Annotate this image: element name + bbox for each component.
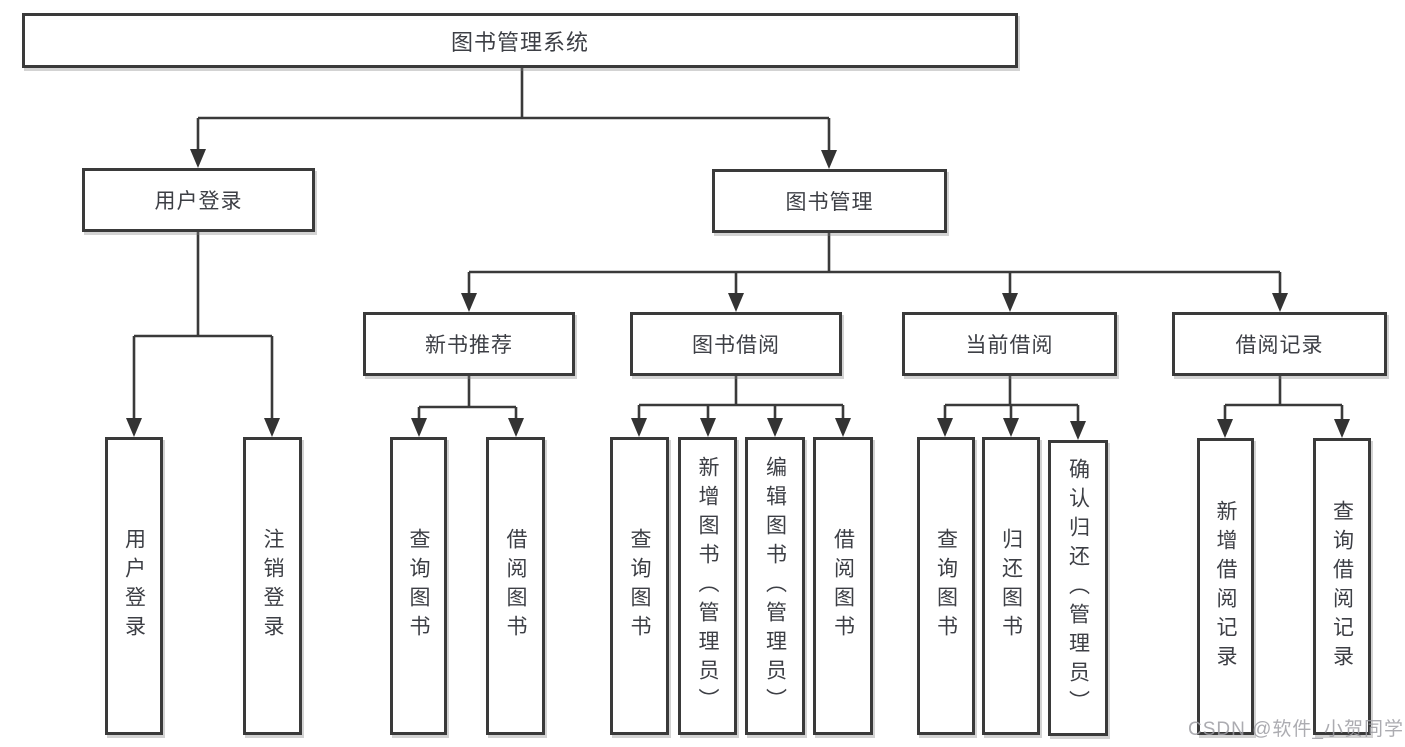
leaf-label: 新增图书（管理员） [696, 455, 719, 717]
leaf-label: 确认归还（管理员） [1066, 457, 1090, 719]
leaf-label: 注销登录 [261, 528, 284, 644]
leaf-label: 新增借阅记录 [1214, 499, 1237, 674]
leaf-logout: 注销登录 [243, 437, 302, 735]
node-book-borrow: 图书借阅 [630, 312, 842, 376]
leaf-label: 归还图书 [999, 528, 1023, 644]
leaf-label: 编辑图书（管理员） [763, 455, 787, 717]
leaf-label: 借阅图书 [504, 528, 527, 644]
node-user-login: 用户登录 [82, 168, 315, 232]
leaf-label: 查询图书 [628, 528, 651, 644]
arrowheads [126, 149, 1350, 440]
leaf-add-book-admin: 新增图书（管理员） [678, 437, 737, 735]
leaf-label: 用户登录 [122, 528, 146, 644]
leaf-query-borrow-record: 查询借阅记录 [1313, 438, 1371, 735]
leaf-borrow-book-1: 借阅图书 [486, 437, 545, 735]
node-current-borrow: 当前借阅 [902, 312, 1117, 376]
node-new-book-recommend: 新书推荐 [363, 312, 575, 376]
leaf-query-book-1: 查询图书 [390, 437, 447, 735]
leaf-confirm-return-admin: 确认归还（管理员） [1048, 440, 1108, 736]
leaf-edit-book-admin: 编辑图书（管理员） [745, 437, 805, 735]
leaf-label: 查询图书 [934, 528, 958, 644]
leaf-borrow-book-2: 借阅图书 [813, 437, 873, 735]
leaf-user-login: 用户登录 [105, 437, 163, 735]
watermark: CSDN @软件_小贺同学 [1188, 719, 1404, 740]
leaf-return-book: 归还图书 [982, 437, 1040, 735]
leaf-add-borrow-record: 新增借阅记录 [1197, 438, 1254, 735]
node-root: 图书管理系统 [22, 13, 1018, 68]
leaf-label: 查询借阅记录 [1330, 499, 1354, 674]
leaf-label: 查询图书 [407, 528, 430, 644]
node-book-management: 图书管理 [712, 169, 947, 233]
leaf-query-book-3: 查询图书 [917, 437, 975, 735]
leaf-query-book-2: 查询图书 [610, 437, 669, 735]
leaf-label: 借阅图书 [831, 528, 855, 644]
elbow-connectors [132, 68, 1344, 424]
node-borrow-records: 借阅记录 [1172, 312, 1387, 376]
